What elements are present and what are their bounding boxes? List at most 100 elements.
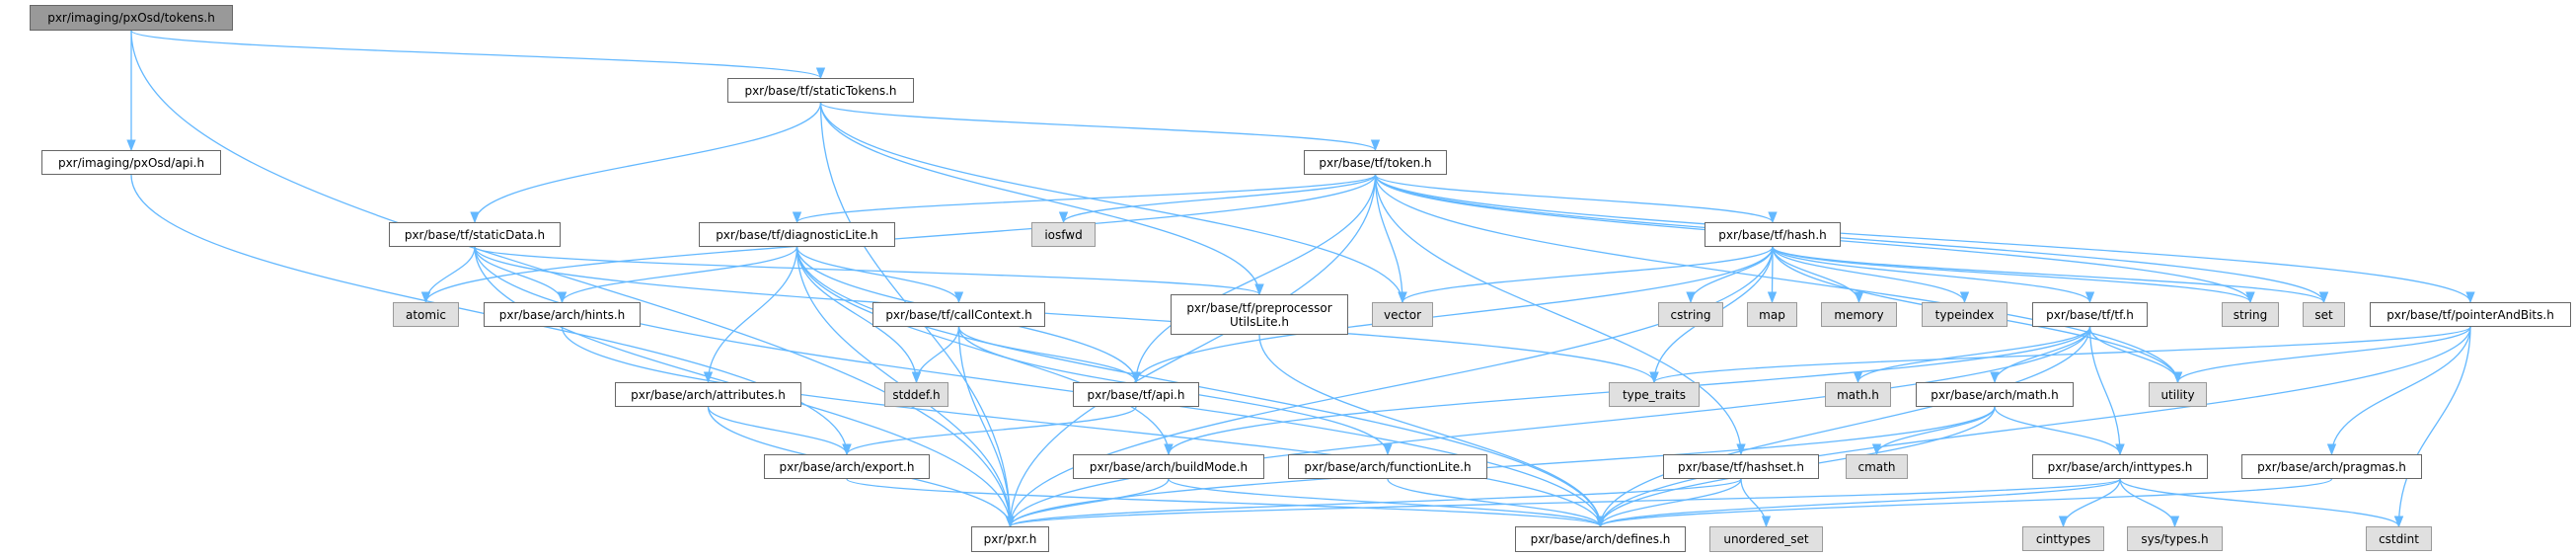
edge-token-to-atomic bbox=[420, 174, 1377, 304]
edge-hash-to-tf bbox=[1772, 246, 2095, 304]
edge-hash-to-vector bbox=[1398, 246, 1774, 304]
edge-archmath-to-cmath bbox=[1871, 406, 1996, 456]
edge-hints-to-defines bbox=[561, 326, 1606, 528]
node-typeindex[interactable]: typeindex bbox=[1922, 302, 2008, 327]
edge-pab-to-utility bbox=[2172, 326, 2471, 384]
edge-hashset-to-pxr bbox=[1006, 478, 1742, 528]
node-tf[interactable]: pxr/base/tf/tf.h bbox=[2032, 302, 2148, 327]
node-memory[interactable]: memory bbox=[1821, 302, 1897, 327]
edge-token-to-tfapi bbox=[1131, 174, 1377, 384]
edge-statictokens-to-vector bbox=[819, 102, 1407, 304]
edge-hash-to-map bbox=[1767, 246, 1778, 304]
edge-token-to-pab bbox=[1374, 174, 2475, 304]
node-diaglite[interactable]: pxr/base/tf/diagnosticLite.h bbox=[699, 222, 895, 247]
edge-token-to-pxr bbox=[1005, 174, 1377, 528]
edge-callcontext-to-pxr bbox=[957, 326, 1016, 528]
node-string[interactable]: string bbox=[2222, 302, 2279, 327]
edge-tf-to-defines bbox=[1595, 326, 2091, 528]
edge-buildmode-to-pxr bbox=[1005, 478, 1170, 528]
edge-staticdata-to-pplite bbox=[474, 246, 1264, 296]
edge-token-to-utility bbox=[1374, 174, 2183, 384]
edge-diaglite-to-buildmode bbox=[796, 246, 1174, 456]
edge-hash-to-cstring bbox=[1686, 246, 1774, 304]
edge-token-to-iosfwd bbox=[1058, 174, 1377, 224]
edge-inttypes-to-systypes bbox=[2119, 478, 2180, 528]
node-tfapi[interactable]: pxr/base/tf/api.h bbox=[1073, 382, 1199, 407]
edge-callcontext-to-stddef bbox=[911, 326, 960, 384]
edge-hash-to-tfapi bbox=[1131, 246, 1774, 384]
edge-diaglite-to-callcontext bbox=[796, 246, 964, 304]
edge-hash-to-pxr bbox=[1005, 246, 1774, 528]
edge-pab-to-typetraits bbox=[1649, 326, 2471, 384]
node-vector[interactable]: vector bbox=[1372, 302, 1433, 327]
edge-hash-to-string bbox=[1772, 246, 2255, 304]
node-pxr[interactable]: pxr/pxr.h bbox=[971, 526, 1049, 552]
node-tokens[interactable]: pxr/imaging/pxOsd/tokens.h bbox=[30, 5, 233, 31]
node-uset[interactable]: unordered_set bbox=[1709, 526, 1823, 552]
edge-tf-to-pxr bbox=[1005, 326, 2091, 528]
node-inttypes[interactable]: pxr/base/arch/inttypes.h bbox=[2032, 454, 2208, 479]
node-hashset[interactable]: pxr/base/tf/hashset.h bbox=[1663, 454, 1819, 479]
node-archmath[interactable]: pxr/base/arch/math.h bbox=[1916, 382, 2074, 407]
edge-hashset-to-defines bbox=[1595, 478, 1742, 528]
edge-tf-to-inttypes bbox=[2088, 326, 2125, 456]
edge-statictokens-to-pplite bbox=[819, 102, 1264, 296]
edge-callcontext-to-tfapi bbox=[957, 326, 1141, 384]
edge-token-to-hash bbox=[1374, 174, 1778, 224]
edge-token-to-diaglite bbox=[793, 174, 1377, 224]
edge-archmath-to-inttypes bbox=[1994, 406, 2125, 456]
edge-functionlite-to-defines bbox=[1387, 478, 1606, 528]
node-cstring[interactable]: cstring bbox=[1658, 302, 1723, 327]
node-functionlite[interactable]: pxr/base/arch/functionLite.h bbox=[1288, 454, 1487, 479]
node-callcontext[interactable]: pxr/base/tf/callContext.h bbox=[872, 302, 1045, 327]
node-systypes[interactable]: sys/types.h bbox=[2127, 526, 2223, 551]
node-utility[interactable]: utility bbox=[2149, 382, 2207, 407]
edge-attributes-to-export bbox=[707, 406, 852, 456]
edge-tokens-to-pxr bbox=[130, 30, 1016, 528]
node-typetraits[interactable]: type_traits bbox=[1609, 382, 1700, 407]
edge-archmath-to-pxr bbox=[1006, 406, 1996, 528]
edge-hash-to-set bbox=[1772, 246, 2328, 304]
node-pplite[interactable]: pxr/base/tf/preprocessor UtilsLite.h bbox=[1171, 294, 1348, 335]
node-export[interactable]: pxr/base/arch/export.h bbox=[764, 454, 930, 479]
node-token[interactable]: pxr/base/tf/token.h bbox=[1304, 150, 1447, 175]
edge-tf-to-archmath bbox=[1990, 326, 2091, 384]
edge-token-to-set bbox=[1374, 174, 2329, 304]
edge-tfapi-to-export bbox=[842, 406, 1137, 456]
node-pab[interactable]: pxr/base/tf/pointerAndBits.h bbox=[2370, 302, 2571, 327]
edge-hashset-to-uset bbox=[1740, 478, 1772, 528]
node-hints[interactable]: pxr/base/arch/hints.h bbox=[484, 302, 641, 327]
edge-pab-to-pragmas bbox=[2326, 326, 2471, 456]
node-mathh[interactable]: math.h bbox=[1825, 382, 1891, 407]
node-stddef[interactable]: stddef.h bbox=[884, 382, 948, 407]
node-atomic[interactable]: atomic bbox=[393, 302, 459, 327]
node-cinttypes[interactable]: cinttypes bbox=[2022, 526, 2104, 551]
node-set[interactable]: set bbox=[2303, 302, 2345, 327]
edge-pab-to-defines bbox=[1595, 326, 2471, 528]
edge-diaglite-to-stddef bbox=[796, 246, 922, 384]
node-defines[interactable]: pxr/base/arch/defines.h bbox=[1515, 526, 1686, 552]
edge-token-to-hashset bbox=[1374, 174, 1746, 456]
node-pragmas[interactable]: pxr/base/arch/pragmas.h bbox=[2241, 454, 2422, 479]
node-attributes[interactable]: pxr/base/arch/attributes.h bbox=[615, 382, 801, 407]
node-osdapi[interactable]: pxr/imaging/pxOsd/api.h bbox=[41, 150, 221, 175]
node-iosfwd[interactable]: iosfwd bbox=[1031, 222, 1096, 247]
edge-inttypes-to-defines bbox=[1596, 478, 2121, 528]
edge-tokens-to-statictokens bbox=[130, 30, 825, 80]
edge-inttypes-to-cstdint bbox=[2119, 478, 2404, 528]
edge-staticdata-to-defines bbox=[474, 246, 1606, 528]
node-staticdata[interactable]: pxr/base/tf/staticData.h bbox=[389, 222, 561, 247]
edge-hash-to-memory bbox=[1772, 246, 1864, 304]
edge-token-to-vector bbox=[1374, 174, 1407, 304]
edge-staticdata-to-typetraits bbox=[474, 246, 1659, 384]
node-buildmode[interactable]: pxr/base/arch/buildMode.h bbox=[1073, 454, 1264, 479]
edge-inttypes-to-pxr bbox=[1006, 478, 2121, 528]
node-map[interactable]: map bbox=[1747, 302, 1797, 327]
node-cstdint[interactable]: cstdint bbox=[2366, 526, 2432, 551]
node-hash[interactable]: pxr/base/tf/hash.h bbox=[1705, 222, 1841, 247]
edge-diaglite-to-hints bbox=[557, 246, 798, 304]
node-statictokens[interactable]: pxr/base/tf/staticTokens.h bbox=[727, 78, 914, 103]
edge-inttypes-to-cinttypes bbox=[2058, 478, 2121, 528]
node-cmath[interactable]: cmath bbox=[1846, 454, 1908, 479]
